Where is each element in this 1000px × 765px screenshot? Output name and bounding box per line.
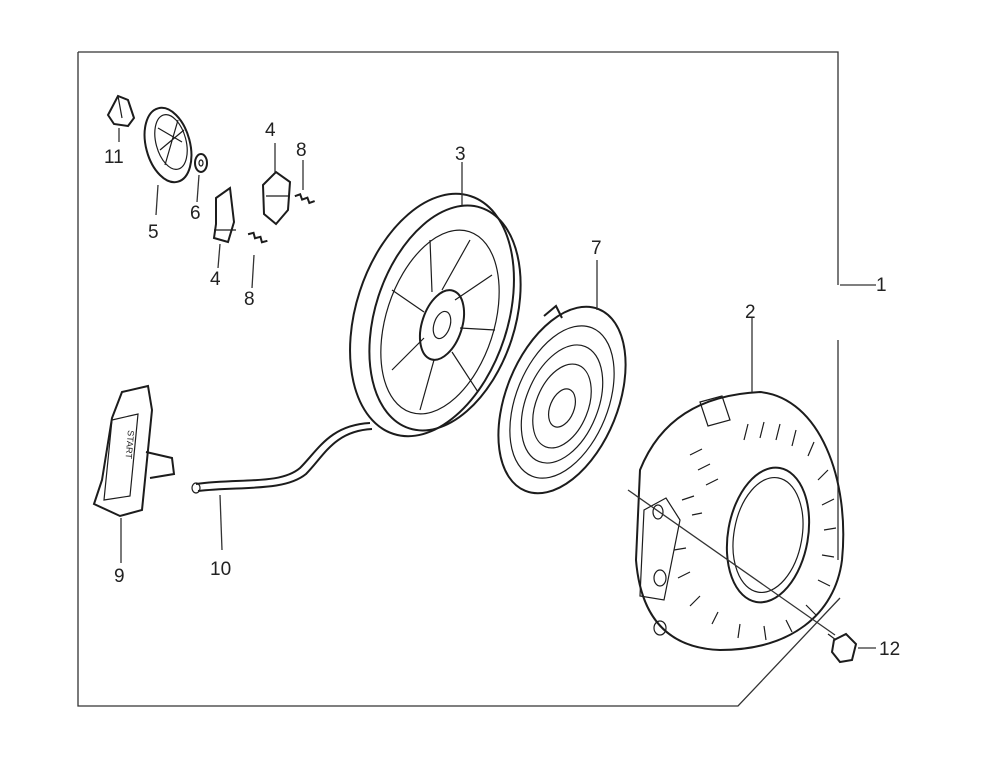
callout-2: 2 — [745, 302, 756, 323]
part-4-pawl-lower — [212, 186, 236, 269]
callout-8-lower: 8 — [244, 289, 255, 310]
callout-10: 10 — [210, 559, 231, 580]
grip-start-text: START — [123, 430, 136, 460]
callout-3: 3 — [455, 144, 466, 165]
part-12-bolt — [827, 632, 876, 664]
part-4-pawl-upper — [261, 143, 292, 226]
part-10-rope — [191, 422, 373, 551]
callout-8-upper: 8 — [296, 140, 307, 161]
callout-11: 11 — [104, 147, 124, 168]
callout-5: 5 — [148, 222, 159, 243]
callout-4-lower: 4 — [210, 269, 221, 290]
part-7-return-spring — [497, 260, 627, 495]
callout-12: 12 — [879, 639, 900, 660]
part-5-ratchet-plate — [143, 106, 193, 216]
part-8-spring-lower — [247, 231, 268, 289]
part-8-spring-upper — [294, 160, 316, 205]
assembly-frame — [77, 51, 841, 707]
callout-9: 9 — [114, 566, 125, 587]
callout-7: 7 — [591, 238, 602, 259]
part-9-starter-grip: START — [92, 384, 176, 563]
part-6-washer — [194, 153, 208, 203]
callout-6: 6 — [190, 203, 201, 224]
part-11-nut — [106, 94, 136, 142]
part-3-reel — [349, 162, 522, 438]
part-2-starter-case — [627, 318, 845, 652]
callout-4-upper: 4 — [265, 120, 276, 141]
callout-1: 1 — [876, 275, 887, 296]
